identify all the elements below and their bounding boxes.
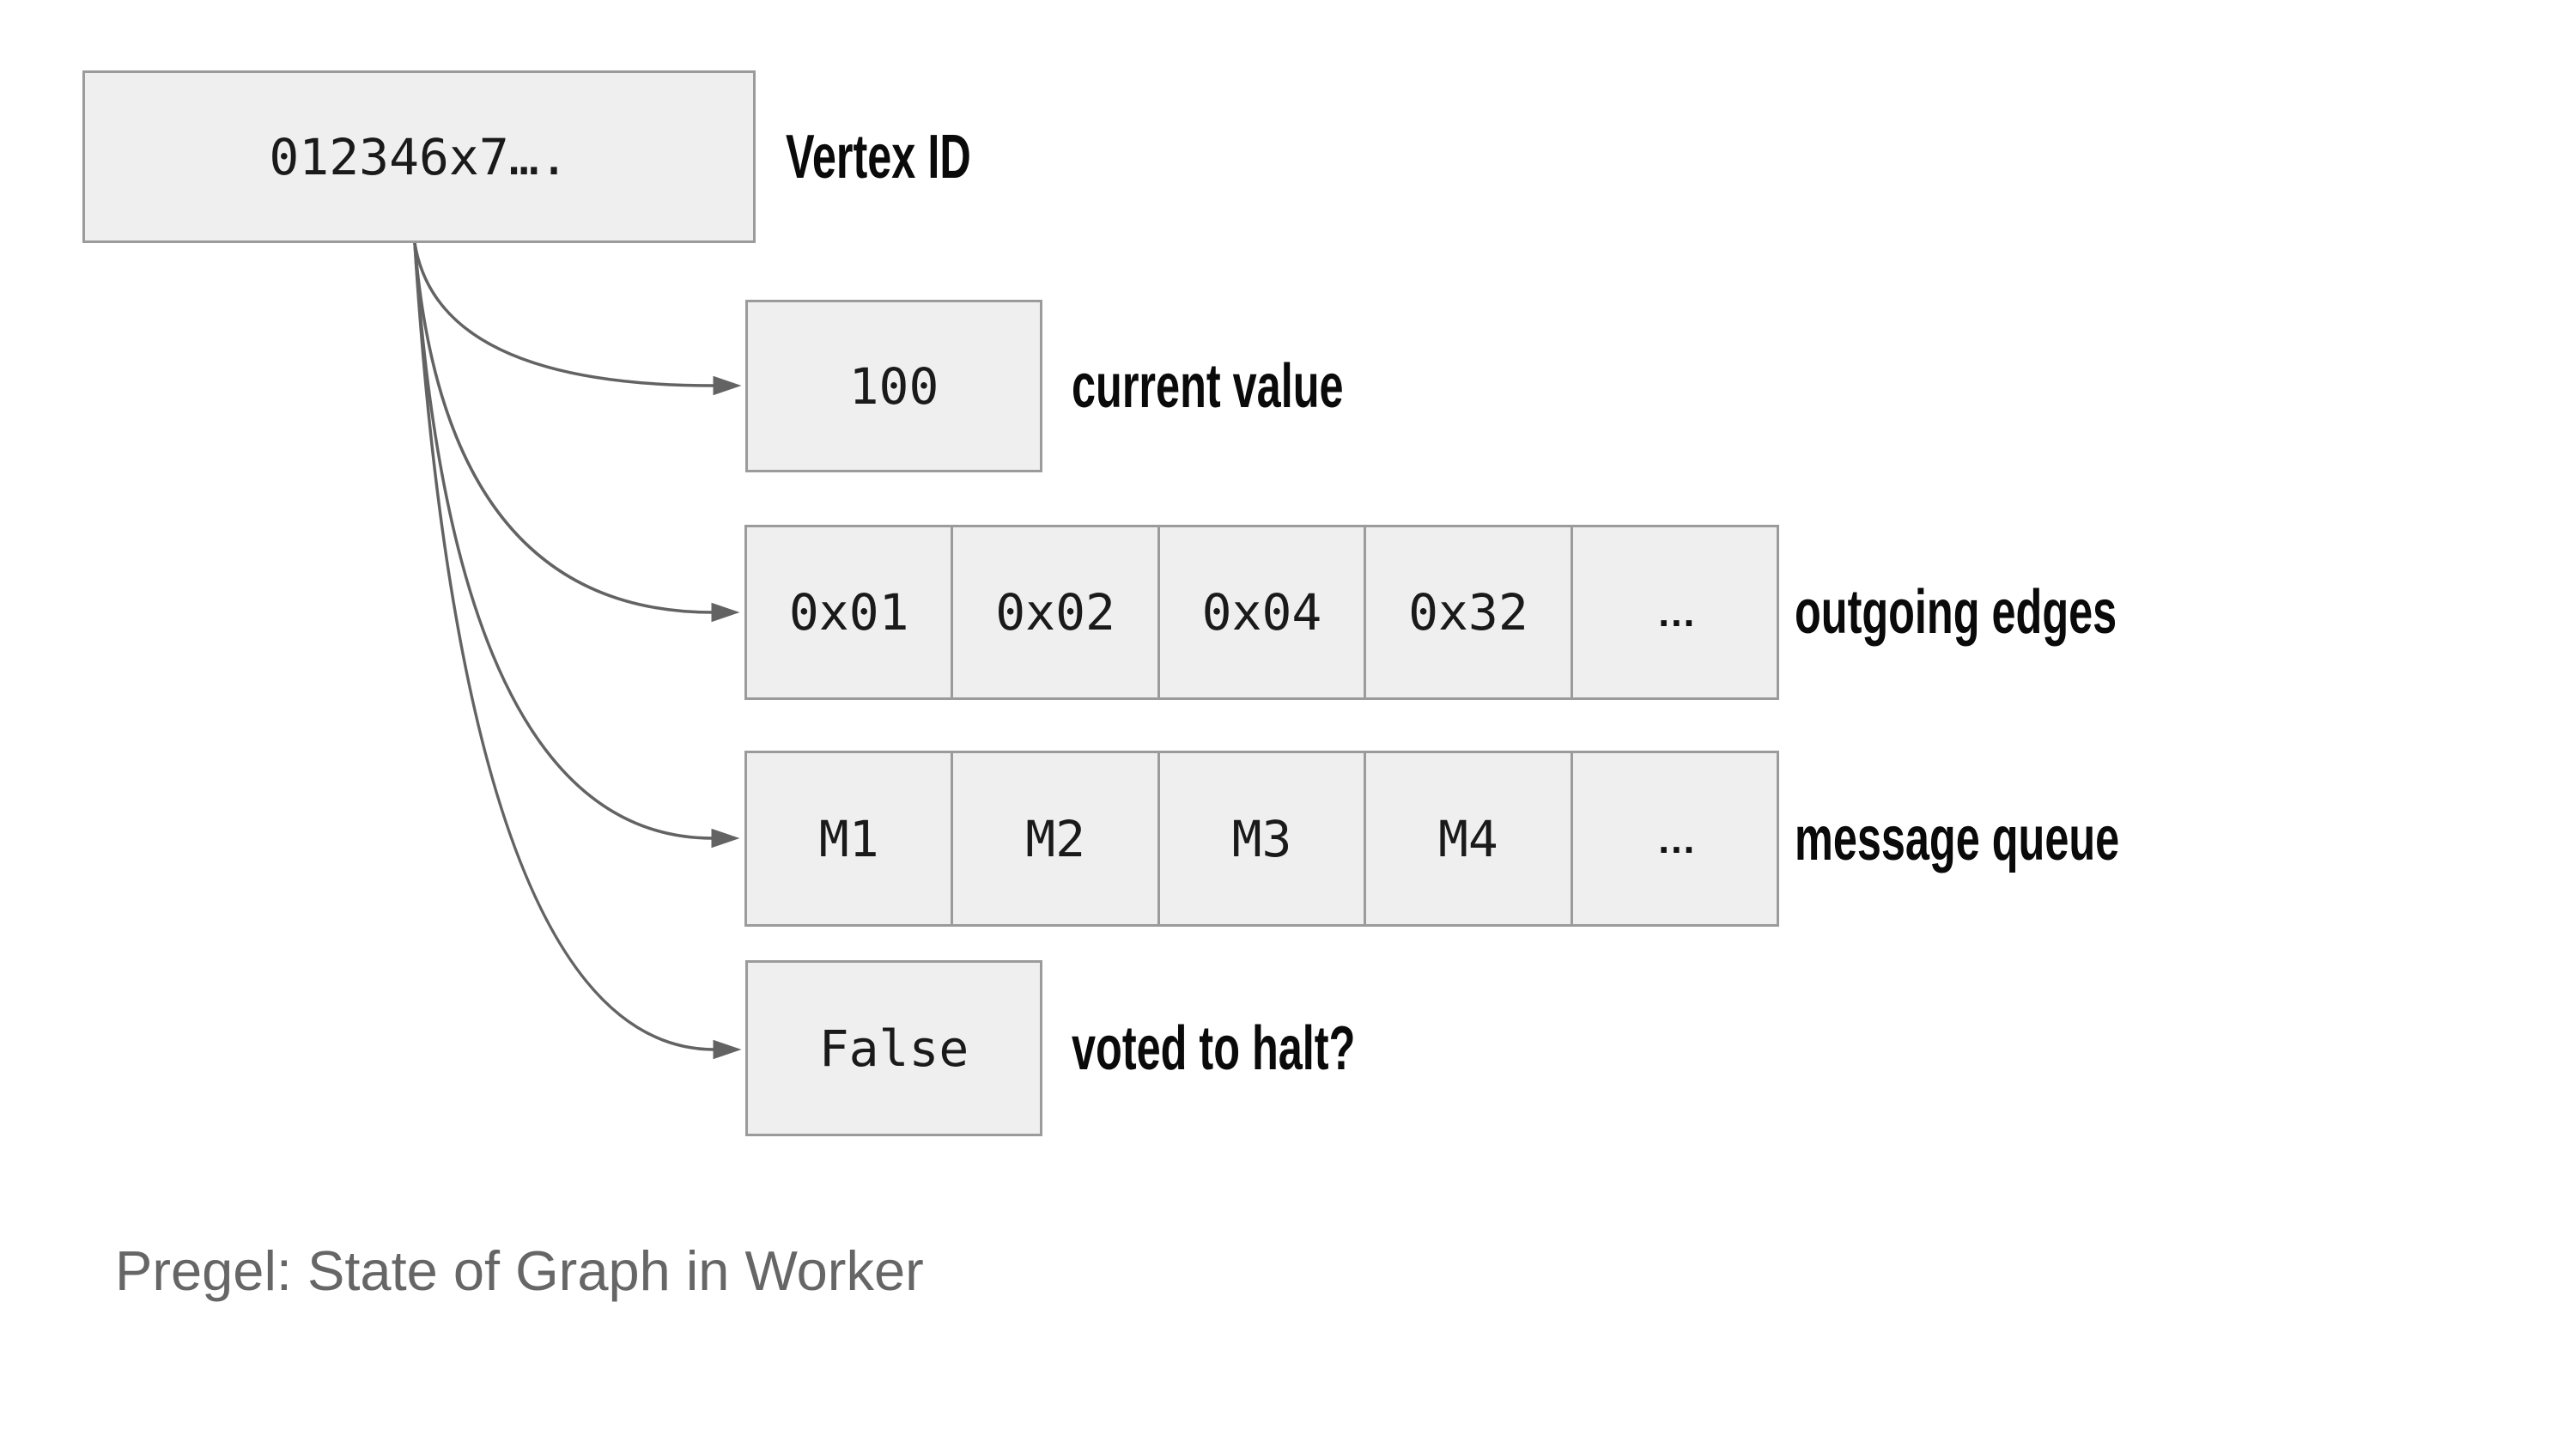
arrow-vertex-to-message-queue: [413, 242, 740, 849]
outgoing-edge-cell: 0x01: [747, 527, 954, 697]
outgoing-edges-label: outgoing edges: [1795, 578, 2117, 647]
outgoing-edge-cell-more: …: [1656, 590, 1696, 635]
slide-caption: Pregel: State of Graph in Worker: [115, 1239, 924, 1302]
voted-to-halt-box: False: [745, 960, 1042, 1136]
message-queue-cell: M4: [1366, 753, 1573, 924]
voted-to-halt-label: voted to halt?: [1072, 1013, 1356, 1083]
current-value-box: 100: [745, 300, 1042, 472]
message-queue-cell: M2: [953, 753, 1160, 924]
outgoing-edges-row: 0x01 0x02 0x04 0x32 …: [744, 525, 1779, 700]
message-queue-cell-more: …: [1656, 816, 1696, 861]
arrow-vertex-to-outgoing-edges: [413, 242, 740, 623]
current-value-label: current value: [1072, 351, 1344, 421]
outgoing-edge-cell: 0x04: [1160, 527, 1367, 697]
vertex-id-value: 012346x7….: [269, 127, 569, 186]
current-value-text: 100: [848, 356, 939, 416]
message-queue-cell: M3: [1160, 753, 1367, 924]
vertex-id-box: 012346x7….: [82, 70, 756, 243]
outgoing-edge-cell: 0x02: [953, 527, 1160, 697]
message-queue-label: message queue: [1795, 804, 2120, 873]
voted-to-halt-text: False: [818, 1019, 969, 1078]
message-queue-cell: M1: [747, 753, 954, 924]
outgoing-edge-cell: 0x32: [1366, 527, 1573, 697]
arrow-vertex-to-voted-to-halt: [413, 242, 742, 1060]
vertex-id-label: Vertex ID: [786, 122, 971, 192]
message-queue-row: M1 M2 M3 M4 …: [744, 751, 1779, 927]
arrow-vertex-to-current-value: [413, 242, 742, 396]
